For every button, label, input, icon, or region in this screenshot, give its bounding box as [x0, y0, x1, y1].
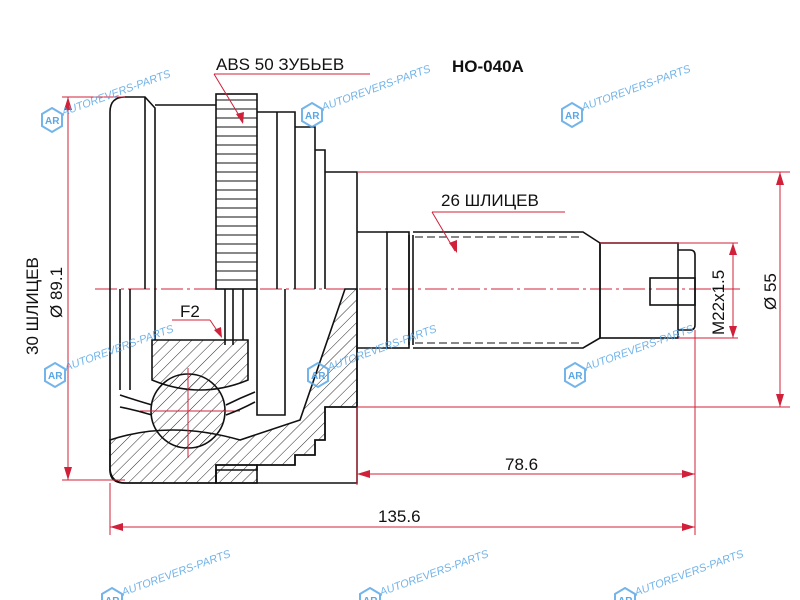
watermark: AUTOREVERS-PARTS — [41, 68, 173, 133]
ar-logo-icon — [564, 362, 586, 388]
grease-label: F2 — [180, 302, 200, 321]
part-number: HO-040A — [452, 57, 524, 76]
housing-section — [109, 288, 358, 484]
watermark-text: AUTOREVERS-PARTS — [377, 548, 491, 599]
ar-logo-icon — [44, 362, 66, 388]
total-length-label: 135.6 — [378, 507, 421, 526]
abs-ring — [215, 93, 258, 290]
stem-shaft — [356, 231, 696, 349]
ar-logo-icon — [101, 587, 123, 600]
ar-logo-icon — [614, 587, 636, 600]
watermark: AUTOREVERS-PARTS — [564, 323, 696, 388]
watermark: AUTOREVERS-PARTS — [614, 548, 746, 600]
stem-diameter-label: Ø 55 — [761, 273, 780, 310]
housing-splines-label: 30 ШЛИЦЕВ — [23, 257, 42, 355]
watermark-text: AUTOREVERS-PARTS — [579, 63, 693, 114]
watermark: AUTOREVERS-PARTS — [561, 63, 693, 128]
watermark: AUTOREVERS-PARTS — [101, 548, 233, 600]
ar-logo-icon — [561, 102, 583, 128]
watermark-text: AUTOREVERS-PARTS — [632, 548, 746, 599]
watermark: AUTOREVERS-PARTS — [359, 548, 491, 600]
outer-housing — [109, 96, 216, 289]
watermark-text: AUTOREVERS-PARTS — [119, 548, 233, 599]
ar-logo-icon — [41, 107, 63, 133]
outer-diameter-label: Ø 89.1 — [47, 267, 66, 318]
shaft-splines-label: 26 ШЛИЦЕВ — [441, 191, 539, 210]
abs-label: ABS 50 ЗУБЬЕВ — [216, 55, 344, 74]
ar-logo-icon — [301, 102, 323, 128]
ar-logo-icon — [359, 587, 381, 600]
housing-steps — [257, 111, 358, 407]
dimensions — [62, 73, 790, 535]
watermark-text: AUTOREVERS-PARTS — [59, 68, 173, 119]
thread-label: M22x1.5 — [709, 270, 728, 335]
shaft-length-label: 78.6 — [505, 455, 538, 474]
